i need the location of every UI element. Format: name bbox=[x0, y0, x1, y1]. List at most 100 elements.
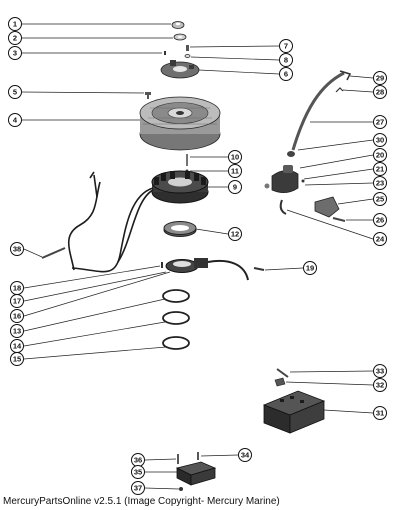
callout-10[interactable]: 10 bbox=[228, 150, 242, 164]
part-trigger-screw bbox=[253, 267, 265, 271]
svg-text:25: 25 bbox=[376, 195, 384, 204]
callout-28[interactable]: 28 bbox=[373, 85, 387, 99]
svg-text:5: 5 bbox=[13, 88, 17, 97]
svg-text:20: 20 bbox=[376, 151, 384, 160]
part-spark-plug-lead bbox=[291, 71, 345, 151]
callout-7[interactable]: 7 bbox=[279, 39, 293, 53]
part-bolt bbox=[145, 92, 151, 99]
copyright-footer: MercuryPartsOnline v2.5.1 (Image Copyrig… bbox=[3, 496, 280, 507]
callout-30[interactable]: 30 bbox=[373, 133, 387, 147]
svg-text:28: 28 bbox=[376, 88, 384, 97]
svg-text:3: 3 bbox=[13, 49, 17, 58]
svg-text:2: 2 bbox=[13, 34, 17, 43]
part-pack-bushing bbox=[274, 377, 286, 387]
part-flywheel bbox=[139, 96, 221, 151]
callout-29[interactable]: 29 bbox=[373, 71, 387, 85]
callout-labels: 1 2 3 7 8 6 5 4 29 28 27 30 20 21 23 25 … bbox=[8, 17, 387, 495]
svg-text:19: 19 bbox=[306, 264, 314, 273]
svg-text:33: 33 bbox=[376, 367, 384, 376]
svg-text:10: 10 bbox=[231, 153, 239, 162]
part-trigger-plate bbox=[160, 60, 200, 79]
callout-6[interactable]: 6 bbox=[279, 67, 293, 81]
part-ground-lead bbox=[279, 199, 287, 215]
svg-text:32: 32 bbox=[376, 381, 384, 390]
svg-text:15: 15 bbox=[13, 355, 21, 364]
svg-text:24: 24 bbox=[376, 235, 385, 244]
part-trigger bbox=[165, 258, 249, 281]
svg-text:29: 29 bbox=[376, 74, 384, 83]
part-harness-screw bbox=[41, 247, 66, 259]
callout-16[interactable]: 16 bbox=[10, 309, 24, 323]
svg-text:36: 36 bbox=[134, 456, 142, 465]
svg-text:12: 12 bbox=[231, 230, 239, 239]
part-terminal-block bbox=[175, 461, 217, 486]
callout-38[interactable]: 38 bbox=[10, 242, 24, 256]
svg-text:7: 7 bbox=[284, 42, 288, 51]
callout-23[interactable]: 23 bbox=[373, 176, 387, 190]
svg-text:38: 38 bbox=[13, 245, 21, 254]
callout-1[interactable]: 1 bbox=[8, 17, 22, 31]
callout-2[interactable]: 2 bbox=[8, 31, 22, 45]
svg-text:21: 21 bbox=[376, 165, 384, 174]
callout-18[interactable]: 18 bbox=[10, 281, 24, 295]
part-stator-harness bbox=[67, 171, 154, 273]
callout-14[interactable]: 14 bbox=[10, 339, 24, 353]
svg-text:4: 4 bbox=[13, 116, 18, 125]
callout-24[interactable]: 24 bbox=[373, 232, 387, 246]
svg-text:30: 30 bbox=[376, 136, 384, 145]
callout-9[interactable]: 9 bbox=[228, 180, 242, 194]
svg-text:1: 1 bbox=[13, 20, 17, 29]
svg-text:11: 11 bbox=[231, 167, 239, 176]
callout-35[interactable]: 35 bbox=[131, 465, 145, 479]
part-o-ring-13 bbox=[162, 289, 190, 303]
part-coil-screw bbox=[332, 217, 346, 222]
part-illustrations bbox=[41, 21, 352, 491]
svg-text:8: 8 bbox=[284, 56, 288, 65]
callout-19[interactable]: 19 bbox=[303, 261, 317, 275]
part-o-ring-15 bbox=[162, 336, 190, 350]
callout-15[interactable]: 15 bbox=[10, 352, 24, 366]
part-washer bbox=[173, 33, 187, 41]
callout-33[interactable]: 33 bbox=[373, 364, 387, 378]
callout-21[interactable]: 21 bbox=[373, 162, 387, 176]
callout-17[interactable]: 17 bbox=[10, 294, 24, 308]
svg-text:37: 37 bbox=[134, 484, 142, 493]
callout-12[interactable]: 12 bbox=[228, 227, 242, 241]
svg-text:9: 9 bbox=[233, 183, 237, 192]
svg-text:13: 13 bbox=[13, 327, 21, 336]
part-ring bbox=[163, 221, 197, 237]
part-key bbox=[164, 51, 166, 55]
callout-31[interactable]: 31 bbox=[373, 406, 387, 420]
callout-36[interactable]: 36 bbox=[131, 453, 145, 467]
part-screw-washer bbox=[184, 45, 191, 58]
callout-11[interactable]: 11 bbox=[228, 164, 242, 178]
callout-5[interactable]: 5 bbox=[8, 85, 22, 99]
part-clip bbox=[335, 87, 344, 93]
callout-20[interactable]: 20 bbox=[373, 148, 387, 162]
svg-text:23: 23 bbox=[376, 179, 384, 188]
callout-8[interactable]: 8 bbox=[279, 53, 293, 67]
svg-text:14: 14 bbox=[13, 342, 22, 351]
callout-34[interactable]: 34 bbox=[238, 448, 252, 462]
svg-text:18: 18 bbox=[13, 284, 21, 293]
svg-text:35: 35 bbox=[134, 468, 142, 477]
callout-13[interactable]: 13 bbox=[10, 324, 24, 338]
part-o-ring-14 bbox=[162, 311, 190, 325]
svg-text:16: 16 bbox=[13, 312, 21, 321]
svg-text:26: 26 bbox=[376, 216, 384, 225]
part-pack-screw bbox=[276, 368, 289, 378]
callout-32[interactable]: 32 bbox=[373, 378, 387, 392]
callout-3[interactable]: 3 bbox=[8, 46, 22, 60]
part-nut bbox=[171, 21, 185, 29]
part-block-nut bbox=[179, 487, 183, 491]
callout-25[interactable]: 25 bbox=[373, 192, 387, 206]
callout-27[interactable]: 27 bbox=[373, 115, 387, 129]
callout-37[interactable]: 37 bbox=[131, 481, 145, 495]
part-stator bbox=[151, 170, 209, 204]
callout-4[interactable]: 4 bbox=[8, 113, 22, 127]
part-ignition-coil bbox=[264, 165, 305, 193]
part-trigger-pin bbox=[161, 262, 163, 268]
svg-text:31: 31 bbox=[376, 409, 384, 418]
leader-lines bbox=[20, 23, 374, 490]
callout-26[interactable]: 26 bbox=[373, 213, 387, 227]
